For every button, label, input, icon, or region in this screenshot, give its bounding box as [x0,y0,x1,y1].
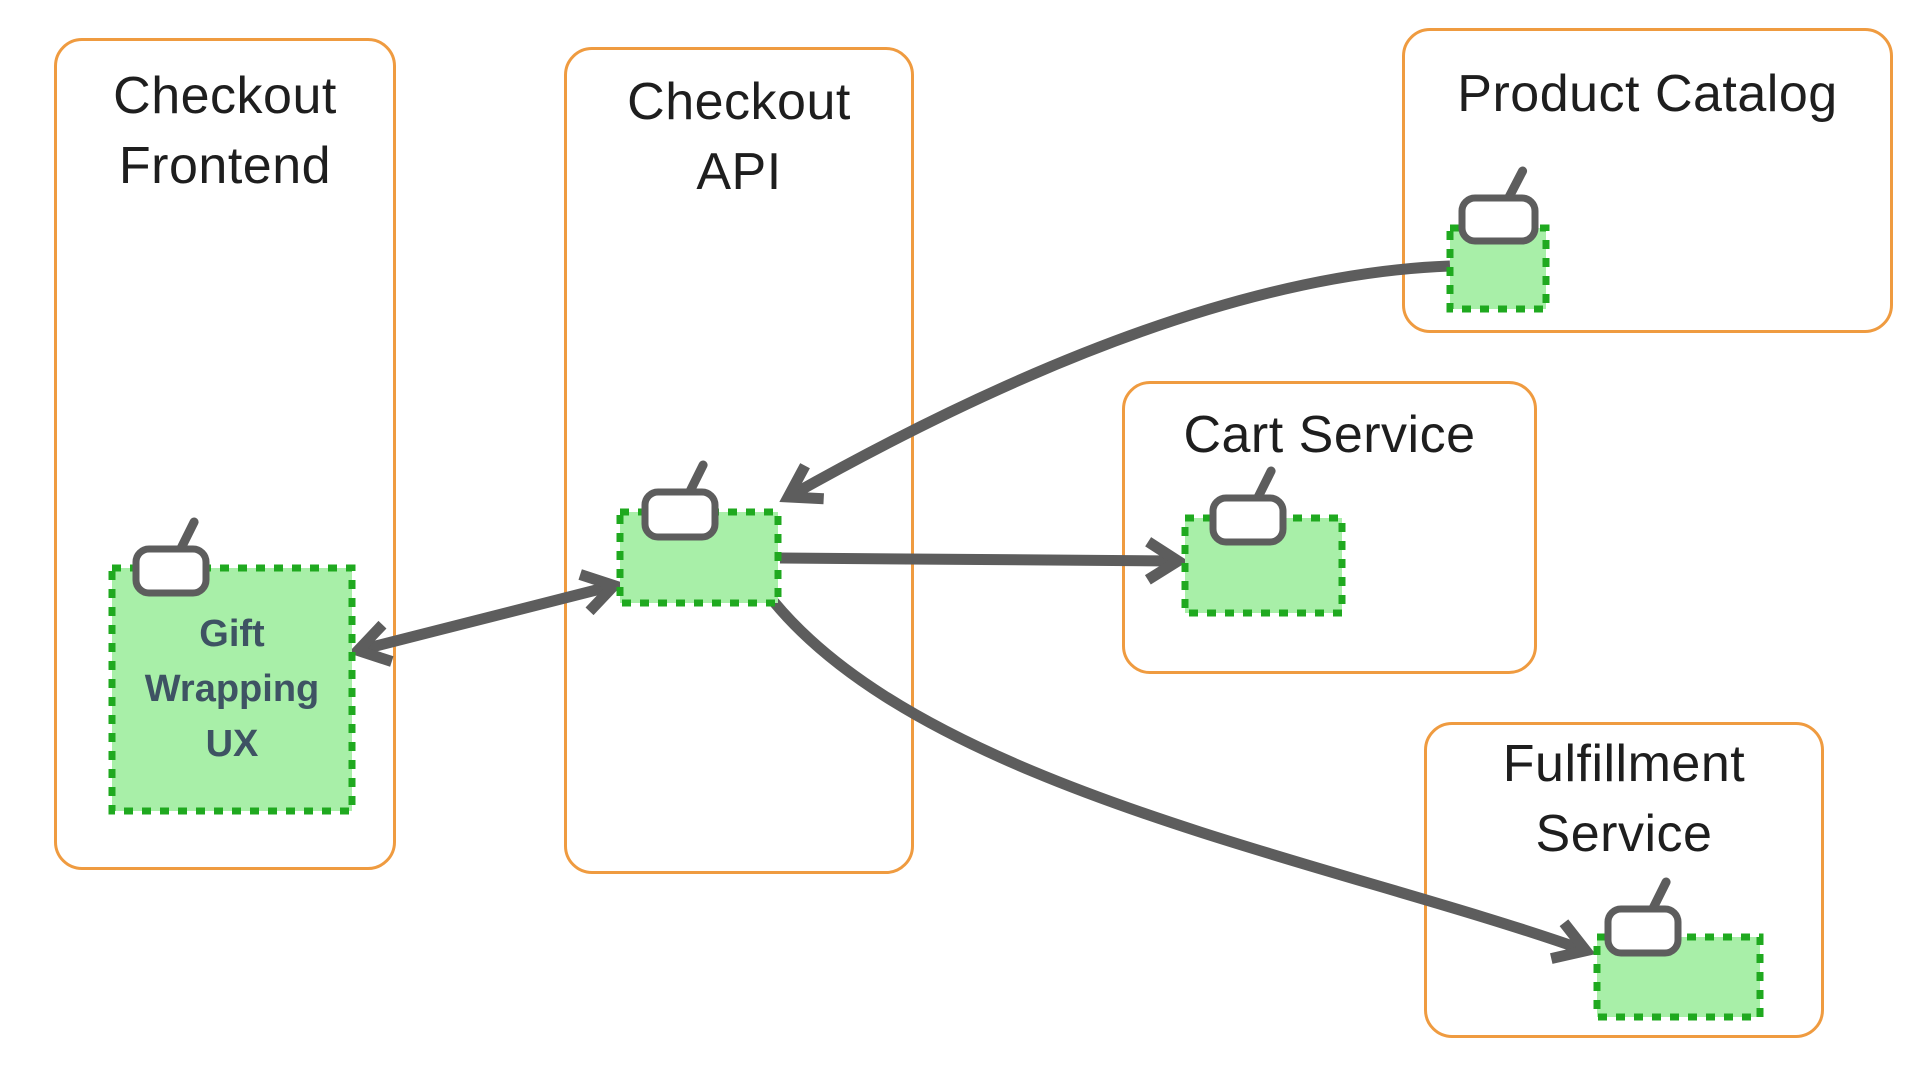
service-title-cart-service: Cart Service [1183,406,1476,464]
service-title-checkout-frontend: Checkout Frontend [113,67,337,196]
service-box-cart-service: Cart Service [1122,381,1537,674]
service-box-product-catalog: Product Catalog [1402,28,1893,333]
service-title-product-catalog: Product Catalog [1457,65,1838,123]
service-title-checkout-api: Checkout API [627,73,851,202]
service-box-checkout-frontend: Checkout Frontend [54,38,396,870]
service-title-fulfillment-service: Fulfillment Service [1502,735,1746,864]
service-box-fulfillment-service: Fulfillment Service [1424,722,1824,1038]
service-box-checkout-api: Checkout API [564,47,914,874]
